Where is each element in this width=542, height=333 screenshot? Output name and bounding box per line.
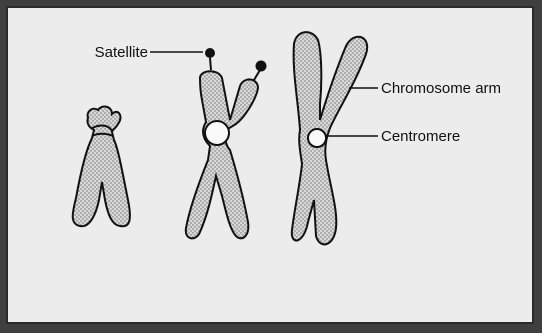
satellite-label: Satellite — [95, 44, 148, 61]
chromosome-large — [292, 32, 367, 244]
chromosome-satellite — [186, 48, 267, 238]
satellite-stalk-right — [254, 70, 260, 80]
chromosome-arm-label: Chromosome arm — [381, 80, 501, 97]
centromere-circle-3 — [308, 129, 326, 147]
centromere-label: Centromere — [381, 128, 460, 145]
satellite-right — [256, 61, 267, 72]
satellite-stalk-left — [210, 58, 211, 70]
satellite-left — [205, 48, 215, 58]
chromosome-small — [73, 107, 130, 227]
centromere-circle-2 — [205, 121, 229, 145]
